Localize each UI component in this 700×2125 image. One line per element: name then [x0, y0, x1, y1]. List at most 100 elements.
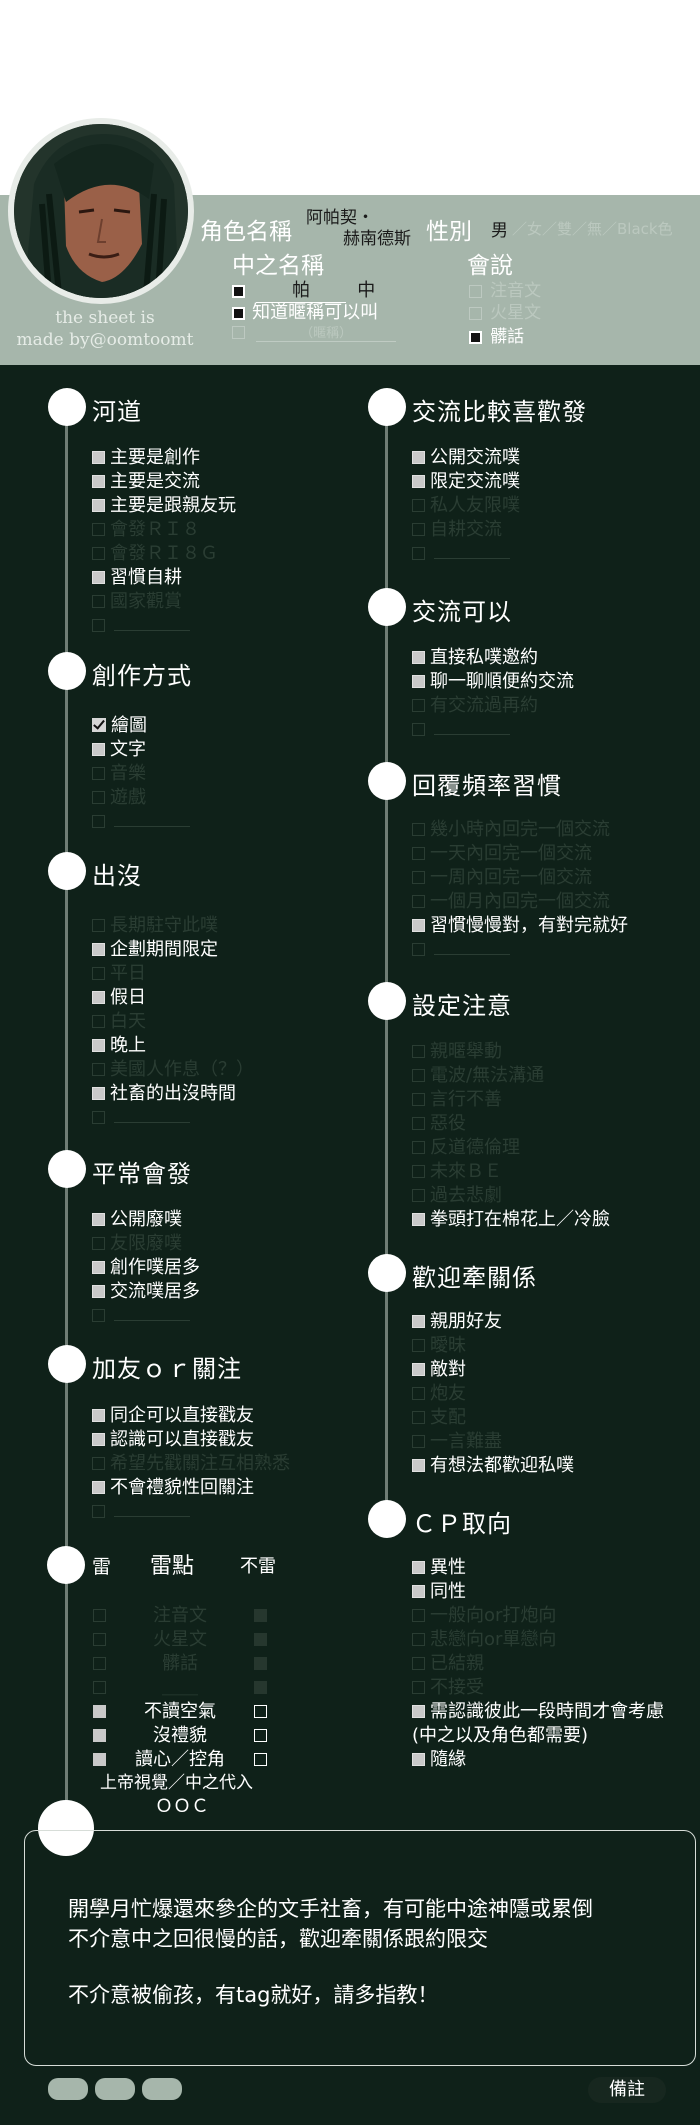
- checklist-item[interactable]: 社畜的出沒時間: [92, 1082, 236, 1106]
- checkbox[interactable]: [92, 1309, 105, 1322]
- checkbox[interactable]: [92, 1111, 105, 1124]
- checkbox[interactable]: [92, 1063, 105, 1076]
- checklist-item[interactable]: 限定交流噗: [412, 470, 520, 494]
- blank-line[interactable]: [434, 545, 510, 559]
- checklist-item[interactable]: 悲戀向or單戀向: [412, 1628, 556, 1652]
- checklist-item[interactable]: 直接私噗邀約: [412, 646, 538, 670]
- lei-right-checkbox[interactable]: [254, 1609, 267, 1622]
- checkbox[interactable]: [412, 871, 425, 884]
- checklist-item[interactable]: 假日: [92, 986, 146, 1010]
- checkbox[interactable]: [92, 991, 105, 1004]
- blank-line[interactable]: [114, 1307, 190, 1321]
- speak-option-2[interactable]: 髒話: [469, 322, 524, 347]
- checkbox[interactable]: [92, 1505, 105, 1518]
- speak-option-1[interactable]: 火星文: [469, 298, 541, 323]
- lei-right-checkbox[interactable]: [254, 1633, 267, 1646]
- checklist-item[interactable]: [92, 1106, 190, 1130]
- checklist-item[interactable]: 文字: [92, 738, 146, 762]
- checkbox[interactable]: [412, 499, 425, 512]
- lei-right-checkbox[interactable]: [254, 1705, 267, 1718]
- checklist-item[interactable]: 白天: [92, 1010, 146, 1034]
- lei-left-checkbox[interactable]: [93, 1633, 106, 1646]
- checklist-item[interactable]: 晚上: [92, 1034, 146, 1058]
- checkbox[interactable]: [412, 475, 425, 488]
- checklist-item[interactable]: 不接受: [412, 1676, 484, 1700]
- checked-checkbox[interactable]: [92, 718, 106, 732]
- checklist-item[interactable]: 一天內回完一個交流: [412, 842, 592, 866]
- zhong-nickname-checkbox[interactable]: [232, 307, 245, 320]
- checkbox[interactable]: [412, 547, 425, 560]
- checklist-item[interactable]: 幾小時內回完一個交流: [412, 818, 610, 842]
- speak-checkbox[interactable]: [469, 331, 482, 344]
- checklist-item[interactable]: 主要是創作: [92, 446, 200, 470]
- checkbox[interactable]: [412, 723, 425, 736]
- footer-tab-1[interactable]: [48, 2078, 88, 2100]
- checkbox[interactable]: [412, 1141, 425, 1154]
- zhong-third-checkbox[interactable]: [232, 326, 245, 339]
- speak-checkbox[interactable]: [469, 285, 482, 298]
- checkbox[interactable]: [412, 943, 425, 956]
- checkbox[interactable]: [412, 651, 425, 664]
- checklist-item[interactable]: 一般向or打炮向: [412, 1604, 556, 1628]
- checkbox[interactable]: [92, 1261, 105, 1274]
- checklist-item[interactable]: [92, 614, 190, 638]
- checklist-item[interactable]: 主要是跟親友玩: [92, 494, 236, 518]
- checklist-item[interactable]: [412, 718, 510, 742]
- checklist-item[interactable]: [92, 810, 190, 834]
- checklist-item[interactable]: 親朋好友: [412, 1310, 502, 1334]
- checklist-item[interactable]: 交流噗居多: [92, 1280, 200, 1304]
- checklist-item[interactable]: [412, 542, 510, 566]
- speak-checkbox[interactable]: [469, 307, 482, 320]
- checklist-item[interactable]: 同性: [412, 1580, 466, 1604]
- checkbox[interactable]: [92, 451, 105, 464]
- checklist-item[interactable]: 隨緣: [412, 1748, 466, 1772]
- checkbox[interactable]: [412, 1387, 425, 1400]
- checklist-item[interactable]: 同企可以直接戳友: [92, 1404, 254, 1428]
- checkbox[interactable]: [412, 1681, 425, 1694]
- checkbox[interactable]: [92, 815, 105, 828]
- checkbox[interactable]: [412, 1315, 425, 1328]
- checkbox[interactable]: [412, 1045, 425, 1058]
- checkbox[interactable]: [412, 1435, 425, 1448]
- checklist-item[interactable]: 異性: [412, 1556, 466, 1580]
- checkbox[interactable]: [92, 1213, 105, 1226]
- checkbox[interactable]: [412, 451, 425, 464]
- checkbox[interactable]: [92, 943, 105, 956]
- checklist-item[interactable]: 公開交流噗: [412, 446, 520, 470]
- checklist-item[interactable]: 長期駐守此噗: [92, 914, 218, 938]
- lei-right-checkbox[interactable]: [254, 1681, 267, 1694]
- checklist-item[interactable]: 已結親: [412, 1652, 484, 1676]
- checkbox[interactable]: [412, 895, 425, 908]
- checkbox[interactable]: [92, 1481, 105, 1494]
- checkbox[interactable]: [412, 1753, 425, 1766]
- checklist-item[interactable]: 一周內回完一個交流: [412, 866, 592, 890]
- lei-left-checkbox[interactable]: [93, 1657, 106, 1670]
- checklist-item[interactable]: 不會禮貌性回關注: [92, 1476, 254, 1500]
- checklist-item[interactable]: 音樂: [92, 762, 146, 786]
- checkbox[interactable]: [412, 675, 425, 688]
- checklist-item[interactable]: 需認識彼此一段時間才會考慮: [412, 1700, 664, 1724]
- checkbox[interactable]: [92, 1039, 105, 1052]
- checklist-item[interactable]: 希望先戳關注互相熟悉: [92, 1452, 290, 1476]
- blank-line[interactable]: [434, 941, 510, 955]
- checkbox[interactable]: [412, 523, 425, 536]
- checklist-item[interactable]: 反道德倫理: [412, 1136, 520, 1160]
- lei-left-checkbox[interactable]: [93, 1705, 106, 1718]
- checkbox[interactable]: [412, 847, 425, 860]
- checkbox[interactable]: [92, 1409, 105, 1422]
- checklist-item[interactable]: 習慣自耕: [92, 566, 182, 590]
- blank-line[interactable]: [434, 721, 510, 735]
- checklist-item[interactable]: 過去悲劇: [412, 1184, 502, 1208]
- lei-left-checkbox[interactable]: [93, 1729, 106, 1742]
- checkbox[interactable]: [412, 1459, 425, 1472]
- checklist-item[interactable]: 有想法都歡迎私噗: [412, 1454, 574, 1478]
- checklist-item[interactable]: 國家觀賞: [92, 590, 182, 614]
- checkbox[interactable]: [92, 475, 105, 488]
- checkbox[interactable]: [412, 1705, 425, 1718]
- zhong-name-checkbox[interactable]: [232, 285, 245, 298]
- checklist-item[interactable]: 遊戲: [92, 786, 146, 810]
- checkbox[interactable]: [412, 1411, 425, 1424]
- checklist-item[interactable]: 平日: [92, 962, 146, 986]
- blank-line[interactable]: [114, 1109, 190, 1123]
- checkbox[interactable]: [412, 919, 425, 932]
